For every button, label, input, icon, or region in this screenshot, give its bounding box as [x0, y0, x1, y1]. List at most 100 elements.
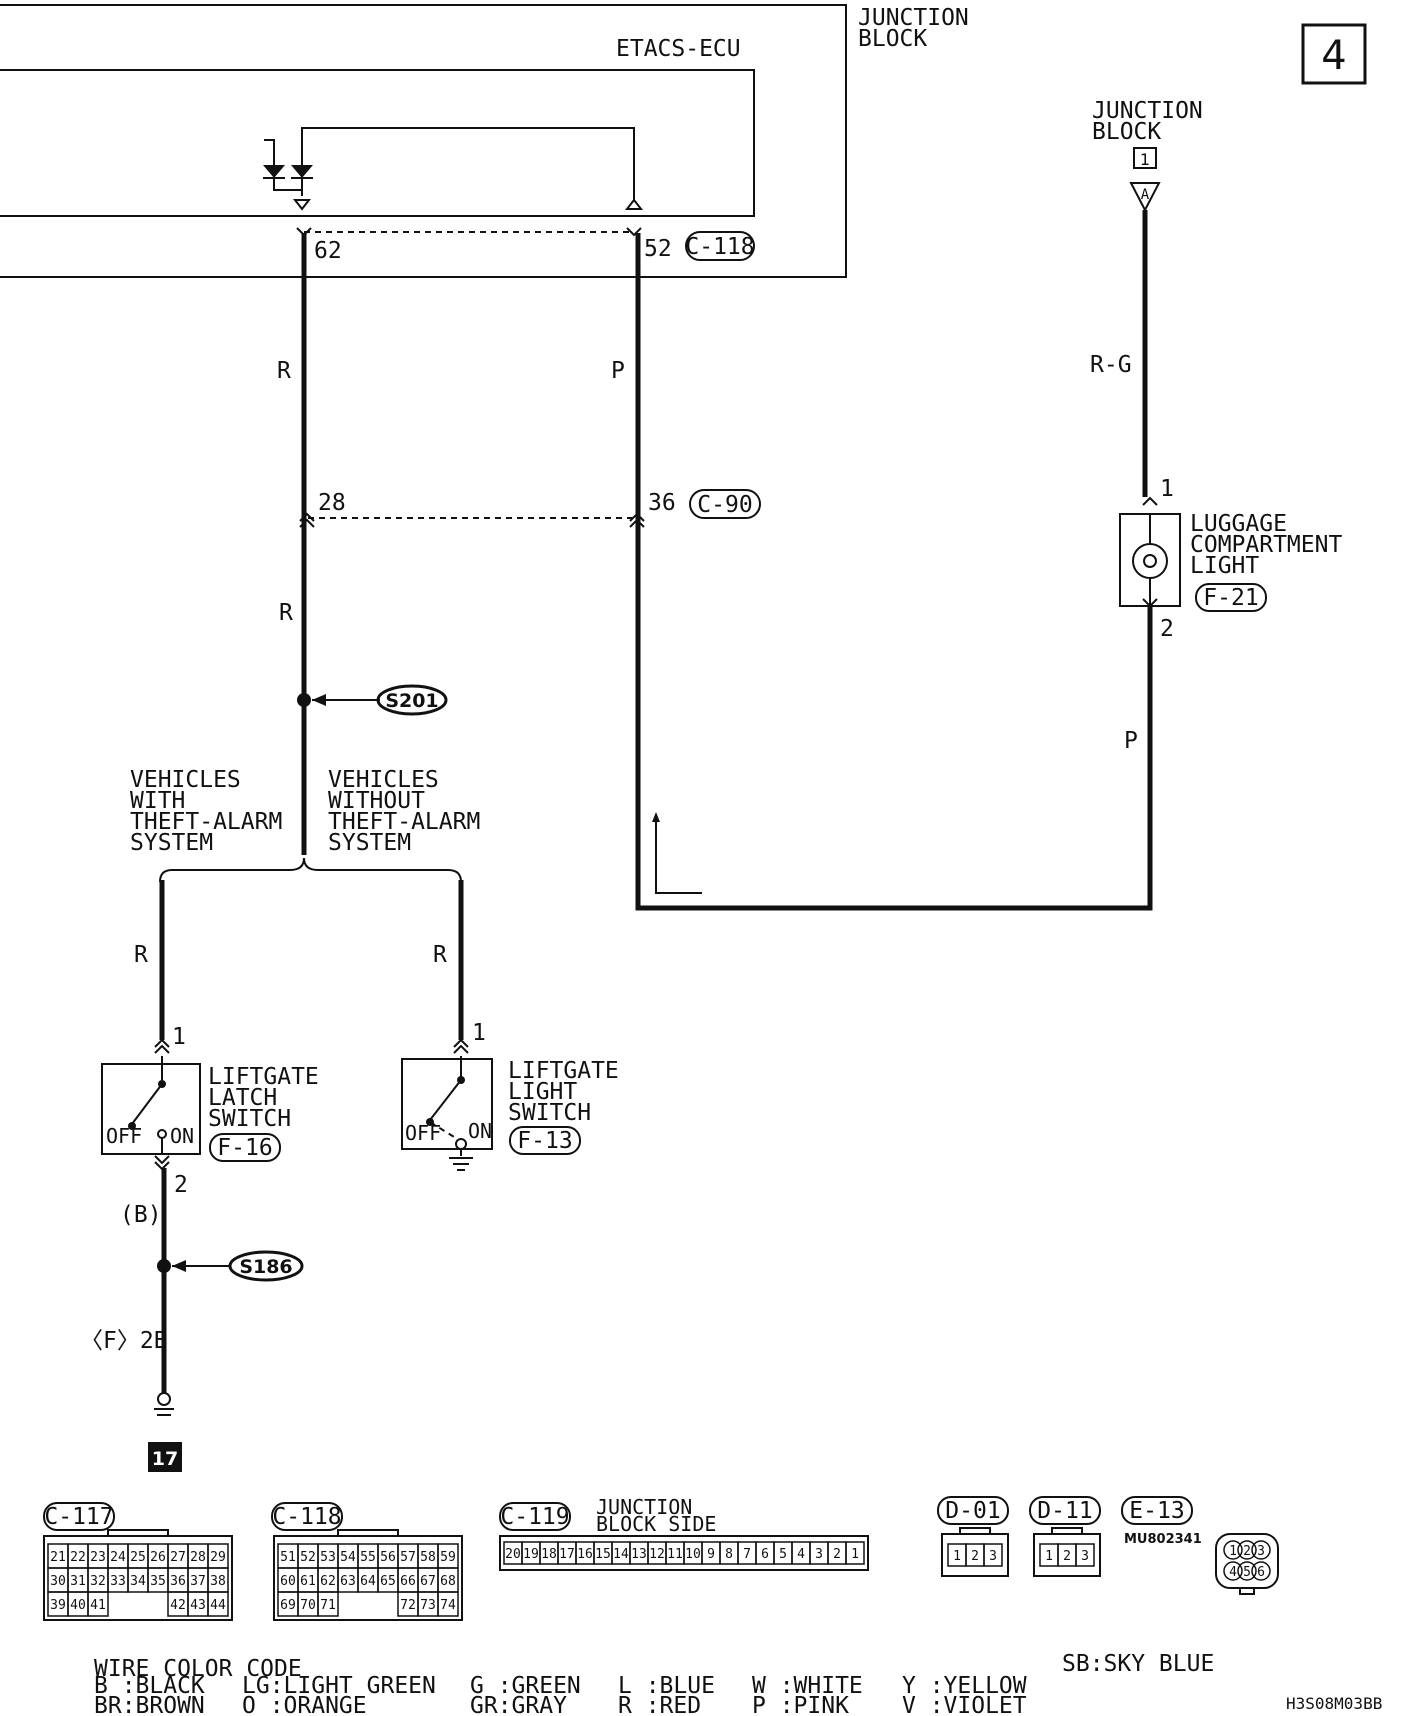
pin-number: 29 [210, 1550, 226, 1565]
wire-p-main [635, 233, 1153, 911]
pin-number: 27 [170, 1550, 186, 1565]
c118-name-frame [271, 1502, 343, 1531]
pin-number: 64 [360, 1574, 376, 1589]
pin-number: 70 [300, 1598, 316, 1613]
pin-number: 10 [685, 1547, 701, 1562]
pin-number: 33 [110, 1574, 126, 1589]
latch-switch-on-contact [157, 1129, 167, 1139]
light-pin1: 1 [472, 1020, 486, 1046]
jb-top-num-box [1133, 147, 1157, 169]
pin-number: 62 [320, 1574, 336, 1589]
light-switch-box [401, 1058, 493, 1150]
wire-label-b: (B) [120, 1202, 162, 1228]
pin-number: 3 [989, 1549, 997, 1564]
connector-latch [959, 1527, 991, 1534]
branch-brace [159, 857, 462, 883]
pin-number: 57 [400, 1550, 416, 1565]
pin-number: 42 [170, 1598, 186, 1613]
connector-latch [1051, 1527, 1083, 1534]
branch-with-4: SYSTEM [130, 830, 213, 856]
d11-name: D-11 [1037, 1498, 1092, 1524]
branch-without-4: SYSTEM [328, 830, 411, 856]
pin-number: 73 [420, 1598, 436, 1613]
pin-number: 34 [130, 1574, 146, 1589]
connector-housing [273, 1535, 463, 1621]
pin-number: 1 [1229, 1544, 1237, 1559]
jb-label-1: JUNCTION [858, 5, 969, 31]
jb-top-label-2: BLOCK [1092, 119, 1161, 145]
pin-number: 7 [743, 1547, 751, 1562]
latch-label-2: LATCH [208, 1085, 277, 1111]
latch-pin2: 2 [174, 1172, 188, 1198]
pin-number: 51 [280, 1550, 296, 1565]
latch-switch-off-contact [128, 1122, 136, 1130]
legend-entry: LG:LIGHT GREEN [242, 1673, 436, 1699]
stray-mark [655, 818, 702, 894]
pin-number: 14 [613, 1547, 629, 1562]
lamp-icon [1132, 543, 1168, 579]
light-switch-ground-icon [449, 1157, 473, 1171]
pin-number: 32 [90, 1574, 106, 1589]
document-id: H3S08M03BB [1286, 1694, 1382, 1713]
c90-tag-frame [689, 489, 761, 519]
pin-number: 40 [70, 1598, 86, 1613]
f21-tag: F-21 [1203, 585, 1258, 611]
latch-on: ON [170, 1124, 194, 1148]
wire-label-r2: R [279, 600, 293, 626]
wire-label-p2: P [1124, 728, 1138, 754]
legend-entry: L :BLUE [618, 1673, 715, 1699]
light-switch-blade [429, 1079, 462, 1121]
pin-number: 3 [1257, 1544, 1265, 1559]
pin-number: 5 [779, 1547, 787, 1562]
pin-cell [317, 1591, 339, 1617]
e13-name: E-13 [1129, 1498, 1184, 1524]
pin-number: 4 [1229, 1565, 1237, 1580]
wire-label-rg: R-G [1090, 352, 1132, 378]
c119-label-2: BLOCK SIDE [596, 1512, 716, 1536]
pin-number: 66 [400, 1574, 416, 1589]
pin-cell [1223, 1561, 1243, 1581]
legend-entry: P :PINK [752, 1693, 849, 1716]
c90-tag: C-90 [697, 492, 752, 518]
pin-number: 16 [577, 1547, 593, 1562]
legend-entry: V :VIOLET [902, 1693, 1027, 1716]
luggage-pin1: 1 [1160, 476, 1174, 502]
d01-name-frame [937, 1496, 1009, 1525]
c119-name-frame [499, 1502, 571, 1531]
c117-name-frame [43, 1502, 115, 1531]
e13-part: MU802341 [1124, 1532, 1202, 1547]
pin-number: 11 [667, 1547, 683, 1562]
pin-number: 5 [1243, 1565, 1251, 1580]
light-switch-dash [429, 1121, 460, 1141]
connector-latch [337, 1529, 399, 1536]
latch-label-3: SWITCH [208, 1106, 291, 1132]
pin-number: 55 [360, 1550, 376, 1565]
pin-number: 35 [150, 1574, 166, 1589]
branch-without-1: VEHICLES [328, 767, 439, 793]
pin-number: 26 [150, 1550, 166, 1565]
pin-cell [1075, 1543, 1095, 1567]
pin-number: 69 [280, 1598, 296, 1613]
jb-top-pin-triangle [1129, 182, 1161, 213]
splice-s186-label: S186 [239, 1256, 292, 1278]
pin-number: 23 [90, 1550, 106, 1565]
wire-label-r-right: R [433, 942, 447, 968]
ecu-internal-circuit [263, 127, 644, 211]
luggage-label-2: COMPARTMENT [1190, 532, 1342, 558]
legend-entry: G :GREEN [470, 1673, 581, 1699]
legend-entry: GR:GRAY [470, 1693, 567, 1716]
pin-number: 22 [70, 1550, 86, 1565]
pin-number: 68 [440, 1574, 456, 1589]
connector-housing [941, 1533, 1009, 1577]
pin-number: 17 [559, 1547, 575, 1562]
c118-tag-frame [685, 231, 755, 261]
d01-name: D-01 [945, 1498, 1000, 1524]
legend-entry: Y :YELLOW [902, 1673, 1027, 1699]
pin-number: 2 [1243, 1544, 1251, 1559]
page-number: 4 [1321, 33, 1346, 79]
branch-without-2: WITHOUT [328, 788, 425, 814]
legend-entry: B :BLACK [94, 1673, 205, 1699]
